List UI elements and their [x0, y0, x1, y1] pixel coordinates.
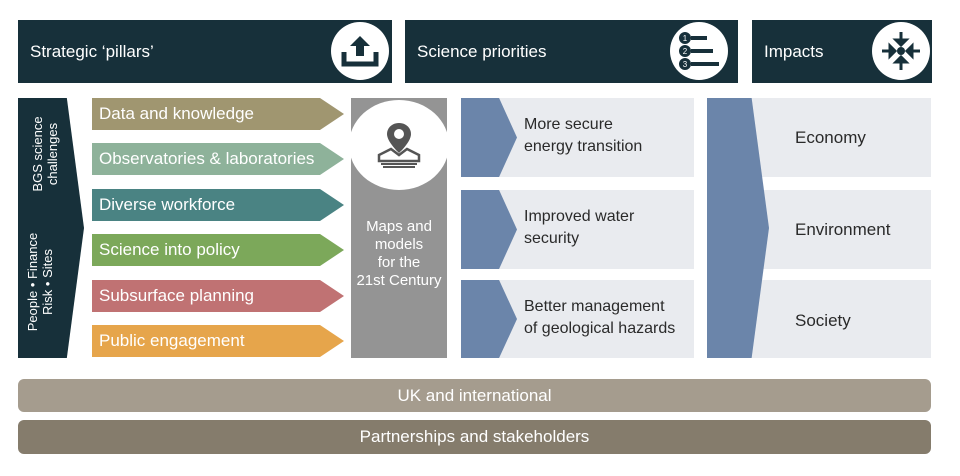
pillar-observatories-laboratories: Observatories & laboratories	[92, 143, 344, 175]
ranked-list-icon: 1 2 3	[670, 22, 728, 80]
pillar-label: Diverse workforce	[99, 195, 236, 214]
pillar-label: Data and knowledge	[99, 104, 255, 123]
resources-label-line2: Risk • Sites	[40, 249, 55, 315]
header-strategic-title: Strategic ‘pillars’	[30, 41, 154, 61]
impact-environment: Environment	[795, 220, 891, 239]
challenges-label-line1: BGS science	[30, 116, 45, 192]
partnerships-label: Partnerships and stakeholders	[359, 427, 590, 446]
header-science-title: Science priorities	[417, 41, 547, 61]
impact-society: Society	[795, 311, 851, 330]
pillar-label: Science into policy	[99, 240, 240, 259]
upload-tray-icon	[331, 22, 389, 80]
pillar-diverse-workforce: Diverse workforce	[92, 189, 344, 221]
list-number-1: 1	[683, 34, 688, 43]
maps-text-line4: 21st Century	[356, 272, 442, 289]
map-pin-circle	[349, 100, 449, 190]
maps-text-line1: Maps and	[366, 218, 432, 235]
priority-hazards-line2: of geological hazards	[524, 320, 676, 337]
header-impacts-title: Impacts	[764, 41, 824, 61]
priority-energy-line1: More secure	[524, 116, 613, 133]
pillar-science-into-policy: Science into policy	[92, 234, 344, 266]
map-pin-icon	[377, 123, 421, 168]
priority-energy-line2: energy transition	[524, 138, 643, 155]
priority-panel-energy: More secure energy transition	[461, 98, 694, 177]
uk-international-bar: UK and international	[18, 379, 931, 412]
priority-water-line2: security	[524, 230, 580, 247]
pillar-data-knowledge: Data and knowledge	[92, 98, 344, 130]
maps-text-line3: for the	[377, 254, 421, 271]
resources-label-line1: People • Finance	[25, 232, 40, 332]
pillar-label: Observatories & laboratories	[99, 149, 315, 168]
list-number-3: 3	[683, 60, 688, 69]
list-number-2: 2	[683, 47, 688, 56]
priority-water-line1: Improved water	[524, 208, 635, 225]
maps-models-column: Maps and models for the 21st Century	[349, 98, 449, 358]
header-strategic-pillars: Strategic ‘pillars’	[18, 20, 392, 83]
priority-hazards-line1: Better management	[524, 298, 665, 315]
priority-panel-hazards: Better management of geological hazards	[461, 280, 694, 358]
converging-arrows-icon	[872, 22, 930, 80]
pillar-label: Subsurface planning	[99, 286, 255, 305]
uk-international-label: UK and international	[397, 385, 552, 405]
priority-panel-water: Improved water security	[461, 190, 694, 269]
pillar-subsurface-planning: Subsurface planning	[92, 280, 344, 312]
maps-text-line2: models	[374, 236, 424, 253]
bgs-science-challenges-band: BGS science challenges People • Finance …	[18, 98, 84, 358]
pillar-public-engagement: Public engagement	[92, 325, 344, 357]
partnerships-bar: Partnerships and stakeholders	[18, 420, 931, 454]
challenges-label-line2: challenges	[45, 122, 60, 186]
pillar-label: Public engagement	[99, 331, 245, 350]
impact-economy: Economy	[795, 128, 866, 147]
